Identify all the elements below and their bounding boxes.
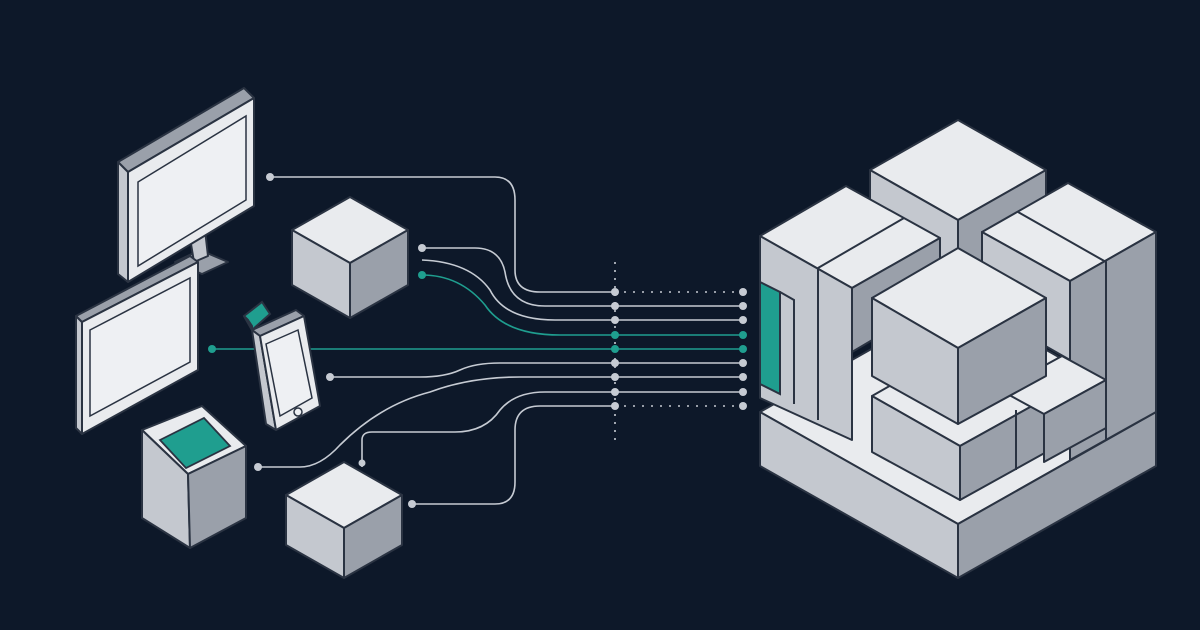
connector-8 bbox=[361, 391, 615, 467]
connector-nodes bbox=[208, 173, 747, 508]
bus-nodes-left bbox=[611, 288, 619, 410]
bus-segments bbox=[615, 291, 743, 407]
smartphone-icon bbox=[242, 300, 321, 431]
connector-1 bbox=[270, 176, 615, 293]
desktop-monitor-icon bbox=[117, 87, 255, 283]
connector-9 bbox=[412, 405, 615, 505]
modular-server-blocks-icon bbox=[759, 119, 1157, 579]
connector-2 bbox=[422, 247, 615, 307]
hub-accent-panel bbox=[759, 280, 781, 396]
hub-block-front bbox=[871, 247, 1047, 425]
connector-3 bbox=[421, 274, 615, 336]
bus-nodes-right bbox=[739, 288, 747, 410]
kiosk-terminal-icon bbox=[141, 405, 247, 549]
connector-lines bbox=[212, 176, 743, 505]
connector-4 bbox=[421, 259, 615, 321]
connector-6 bbox=[330, 362, 615, 378]
tablet-icon bbox=[75, 255, 199, 435]
cube-icon bbox=[291, 196, 409, 319]
connector-7 bbox=[258, 376, 615, 468]
cube-icon bbox=[285, 461, 403, 579]
